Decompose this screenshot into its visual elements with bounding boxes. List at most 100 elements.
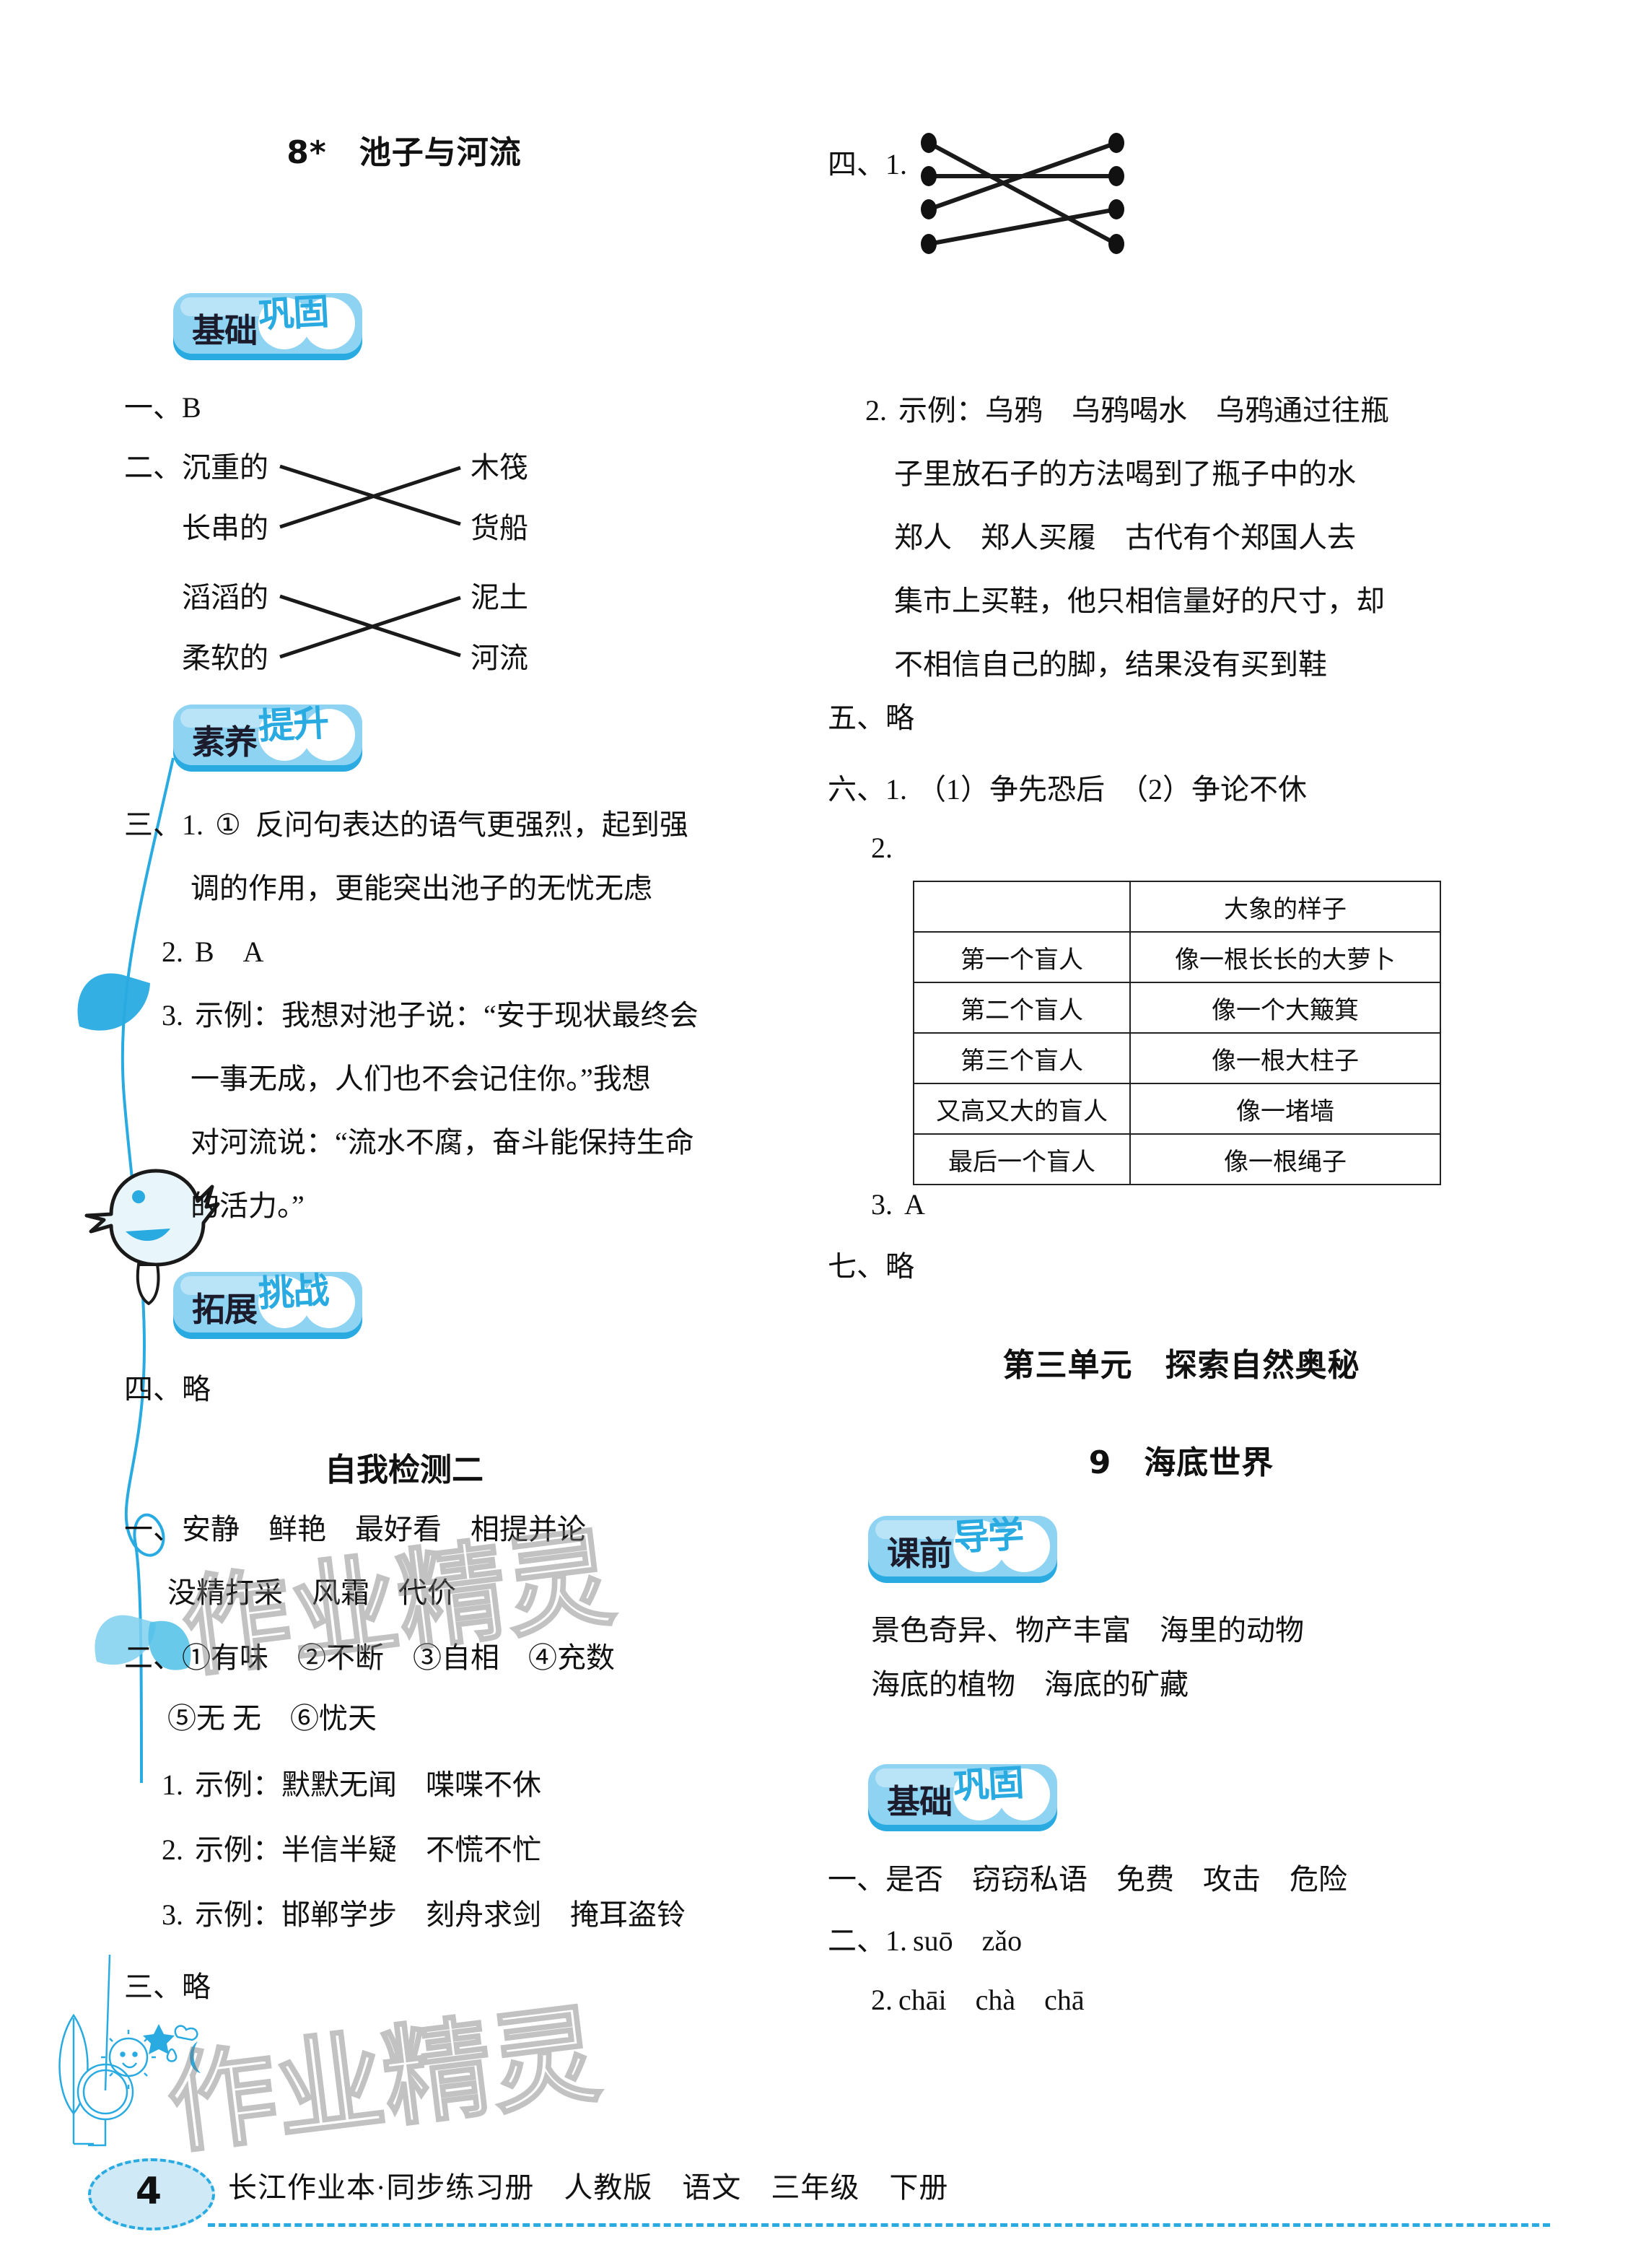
answer-six-3-text: A	[904, 1188, 925, 1221]
badge-basic-consolidate: 基础 巩固	[173, 283, 368, 358]
elephant-description-table: 大象的样子 第一个盲人 像一根长长的大萝卜 第二个盲人 像一个大簸箕 第三个盲人…	[913, 881, 1441, 1185]
badge-basic-consolidate-two: 基础 巩固	[868, 1754, 1063, 1829]
st-one-line1: 安静 鲜艳 最好看 相提并论	[182, 1513, 586, 1545]
preclass-line2: 海底的植物 海底的矿藏	[871, 1668, 1189, 1701]
matching-exercise-four: 四、1.	[828, 130, 1333, 274]
page-footer: 4 长江作业本·同步练习册 人教版 语文 三年级 下册	[0, 2102, 1628, 2268]
answer-three-line2: 调的作用，更能突出池子的无忧无虑	[191, 872, 652, 904]
answer-two-line1: 示例：乌鸦 乌鸦喝水 乌鸦通过往瓶	[898, 394, 1389, 427]
badge-word-1: 课前	[887, 1534, 953, 1573]
answer-six-text: （1）争先恐后 （2）争论不休	[917, 773, 1307, 806]
st-item-num: 3.	[162, 1898, 183, 1931]
table-row: 最后一个盲人 像一根绳子	[913, 1133, 1441, 1185]
table-row: 又高又大的盲人 像一堵墙	[913, 1083, 1441, 1135]
badge-word-2: 巩固	[257, 290, 329, 336]
badge-literacy-improve: 素养 提升	[173, 694, 368, 769]
badge-word-2: 提升	[257, 702, 329, 748]
table-cell: 又高又大的盲人	[913, 1083, 1131, 1135]
lesson-title-9: 9 海底世界	[1088, 1444, 1274, 1481]
answer-three-3-line2: 一事无成，人们也不会记住你。”我想	[191, 1063, 651, 1095]
table-row: 第三个盲人 像一根大柱子	[913, 1032, 1441, 1084]
match-right-1: 货船	[471, 512, 528, 544]
badge-word-2: 挑战	[257, 1269, 329, 1315]
table-cell: 像一堵墙	[1129, 1083, 1441, 1135]
badge-word-2: 巩固	[952, 1761, 1024, 1807]
st-item-num: 1.	[162, 1768, 183, 1801]
table-cell: 像一根长长的大萝卜	[1129, 931, 1441, 983]
lesson-title-8: 8* 池子与河流	[286, 134, 522, 171]
answer-seven: 七、略	[828, 1250, 914, 1283]
badge-bubble	[258, 282, 359, 351]
badge-bubble	[258, 1260, 359, 1330]
table-cell: 最后一个盲人	[913, 1133, 1131, 1185]
match-left-2: 滔滔的	[182, 581, 268, 614]
match-right-0: 木筏	[471, 451, 528, 484]
table-cell: 第三个盲人	[913, 1032, 1131, 1084]
badge-bubble	[258, 693, 359, 762]
match-four-lines	[921, 133, 1124, 254]
badge-word-2: 导学	[952, 1513, 1024, 1559]
table-cell	[913, 881, 1131, 933]
answer-three-2-text: B A	[195, 935, 264, 968]
table-cell: 像一根绳子	[1129, 1133, 1441, 1185]
st-item-text: 示例：半信半疑 不慌不忙	[195, 1833, 541, 1866]
st-two-line2: ⑤无 无 ⑥忧天	[167, 1702, 377, 1735]
answer-three-mark: ①	[215, 808, 241, 841]
table-cell: 第一个盲人	[913, 931, 1131, 983]
answer-three-line1: 反问句表达的语气更强烈，起到强	[255, 808, 688, 841]
badge-word-1: 素养	[192, 723, 258, 762]
basic-two-text: suō zǎo	[913, 1924, 1023, 1957]
basic-two-num: 二、1.	[828, 1924, 907, 1957]
footer-divider	[208, 2223, 1550, 2227]
st-three: 三、略	[124, 1971, 211, 2003]
match-lines	[279, 464, 461, 659]
table-row: 第一个盲人 像一根长长的大萝卜	[913, 931, 1441, 983]
basic-two-2-num: 2.	[871, 1984, 893, 2016]
basic-two-2-text: chāi chà chā	[898, 1984, 1085, 2016]
star-icon	[143, 2024, 175, 2054]
table-cell: 第二个盲人	[913, 982, 1131, 1034]
unit-title-three: 第三单元 探索自然奥秘	[1002, 1347, 1360, 1384]
st-item-num: 2.	[162, 1833, 183, 1866]
st-two-num: 二、	[124, 1641, 182, 1674]
answer-two-line3: 郑人 郑人买履 古代有个郑国人去	[894, 521, 1356, 554]
badge-bubble	[953, 1753, 1054, 1822]
badge-bubble	[953, 1504, 1054, 1574]
badge-word-1: 基础	[192, 311, 258, 350]
footer-text: 长江作业本·同步练习册 人教版 语文 三年级 下册	[228, 2171, 949, 2204]
page-number: 4	[135, 2170, 162, 2213]
answer-two-line5: 不相信自己的脚，结果没有买到鞋	[894, 648, 1327, 681]
match-left-3: 柔软的	[182, 642, 268, 674]
answer-six-3-num: 3.	[871, 1188, 893, 1221]
st-item-text: 示例：默默无闻 喋喋不休	[195, 1768, 541, 1801]
table-cell: 像一根大柱子	[1129, 1032, 1441, 1084]
answer-four: 四、略	[124, 1373, 211, 1405]
badge-expand-challenge: 拓展 挑战	[173, 1262, 368, 1337]
matching-exercise-two: 二、 沉重的 长串的 滔滔的 柔软的 木筏 货船 泥土 河流	[124, 448, 629, 673]
st-two-line1: ①有味 ②不断 ③自相 ④充数	[182, 1641, 615, 1674]
answer-three-num: 三、1.	[124, 808, 204, 841]
badge-word-1: 拓展	[192, 1290, 258, 1329]
answer-two-num: 2.	[865, 394, 887, 427]
badge-word-1: 基础	[887, 1782, 953, 1821]
answer-three-3-line3: 对河流说：“流水不腐，奋斗能保持生命	[191, 1126, 694, 1159]
table-row: 第二个盲人 像一个大簸箕	[913, 982, 1441, 1034]
basic-one: 一、是否 窃窃私语 免费 攻击 危险	[828, 1863, 1347, 1896]
answer-three-2-num: 2.	[162, 935, 183, 968]
table-row: 大象的样子	[913, 881, 1441, 933]
page-number-bubble	[88, 2158, 215, 2230]
answer-six-2-num: 2.	[871, 832, 893, 864]
preclass-line1: 景色奇异、物产丰富 海里的动物	[871, 1614, 1304, 1647]
match-left-0: 沉重的	[182, 451, 268, 484]
answer-two-line4: 集市上买鞋，他只相信量好的尺寸，却	[894, 585, 1385, 617]
match-right-3: 河流	[471, 642, 528, 674]
answer-two-line2: 子里放石子的方法喝到了瓶子中的水	[894, 458, 1356, 490]
match-label-four: 四、1.	[828, 148, 907, 180]
answer-three-3-line1: 示例：我想对池子说：“安于现状最终会	[195, 999, 699, 1031]
answer-five: 五、略	[828, 702, 914, 734]
match-right-2: 泥土	[471, 581, 528, 614]
self-test-title: 自我检测二	[325, 1452, 483, 1488]
table-cell: 大象的样子	[1129, 881, 1441, 933]
table-cell: 像一个大簸箕	[1129, 982, 1441, 1034]
